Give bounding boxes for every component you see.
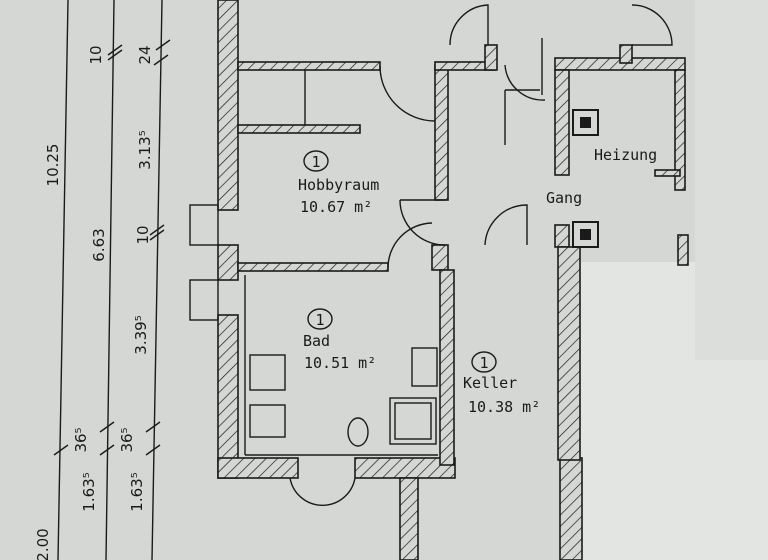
room-area: 10.38 m² [468,398,540,416]
chimney-icons [572,109,599,248]
room-name: Bad [303,332,330,350]
dim-segment-lower: 3.39⁵ [132,315,150,354]
dim-bottom-total: 2.00 [34,528,52,560]
room-gang: Gang [546,189,582,207]
walls [189,0,689,560]
room-heizung: Heizung [594,146,657,164]
room-area: 10.51 m² [304,354,376,372]
room-marker: 1 [311,153,320,171]
room-marker: 1 [315,311,324,329]
room-area: 10.67 m² [300,198,372,216]
room-name: Keller [463,374,517,392]
room-name: Hobbyraum [298,176,379,194]
washing-machine-icon [249,354,286,391]
room-keller: 1 Keller 10.38 m² [463,351,540,416]
doors [289,4,673,506]
dim-bottom-a: 1.63⁵ [80,472,98,511]
shower-icon [389,397,437,445]
dimension-lines [53,0,171,560]
dim-wall-b: 36⁵ [118,427,136,452]
sink-icon [411,347,438,387]
dimension-labels: 10.25 6.63 10 24 3.13⁵ 10 3.39⁵ 36⁵ 36⁵ … [34,45,154,560]
dim-wall-a: 36⁵ [72,427,90,452]
dim-wall-top-1: 10 [87,45,105,64]
room-marker: 1 [479,354,488,372]
room-hobbyraum: 1 Hobbyraum 10.67 m² [298,150,379,216]
dim-segment-upper: 3.13⁵ [136,130,154,169]
dim-bottom-b: 1.63⁵ [128,472,146,511]
bathroom-fixtures [249,347,438,447]
dim-total-length: 10.25 [44,144,62,187]
paper-edge [695,0,768,360]
dim-wall-mid: 10 [134,225,152,244]
room-bad: 1 Bad 10.51 m² [303,308,376,372]
toilet-icon [347,417,369,447]
dim-wall-top-2: 24 [136,45,154,64]
dim-section-a: 6.63 [90,228,108,261]
dryer-icon [249,404,286,438]
